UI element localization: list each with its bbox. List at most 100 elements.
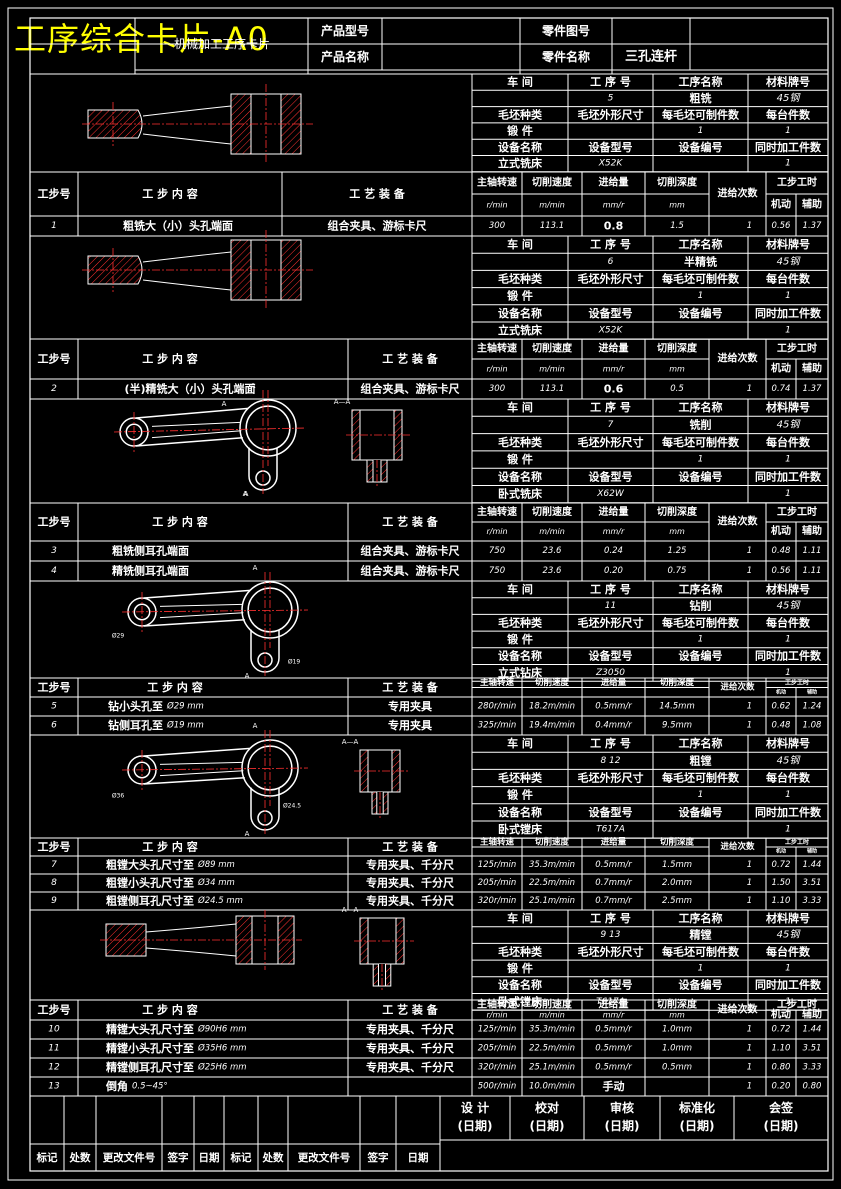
unit-rpm: r/min xyxy=(486,365,507,374)
cut-speed-value: 25.1m/min xyxy=(529,896,575,906)
feed-value: 0.7mm/r xyxy=(595,896,632,906)
center-line xyxy=(121,767,309,771)
material-value: 45钢 xyxy=(777,92,802,104)
equip-model-value: X62W xyxy=(596,489,625,499)
depth-value: 2.5mm xyxy=(662,896,692,906)
simul-value: 1 xyxy=(785,997,791,1007)
feed-value: 手动 xyxy=(603,1079,625,1093)
step-content-header: 工 步 内 容 xyxy=(142,1003,198,1017)
feed-header: 进给量 xyxy=(599,342,629,355)
feed-value: 0.5mm/r xyxy=(595,1025,632,1035)
tooling-header: 工 艺 装 备 xyxy=(382,840,438,854)
approval-label: 会签 xyxy=(769,1100,794,1115)
step-time-header: 工步工时 xyxy=(777,998,817,1011)
machine-time-header: 机动 xyxy=(775,688,786,695)
unit-mmin: m/min xyxy=(539,527,565,536)
material-value: 45钢 xyxy=(777,929,802,941)
equip-no-label: 设备编号 xyxy=(679,805,723,819)
aux-time-header: 辅助 xyxy=(802,1008,822,1021)
passes-value: 1 xyxy=(747,860,752,870)
revision-col-label: 签字 xyxy=(167,1151,189,1164)
spindle-value: 125r/min xyxy=(478,860,517,870)
op-name-value: 粗铣 xyxy=(690,91,712,105)
aux-time-value: 1.37 xyxy=(803,221,823,231)
approval-label: 设 计 xyxy=(461,1100,489,1115)
per-unit-label: 每台件数 xyxy=(766,771,811,785)
feed-header: 进给量 xyxy=(599,176,629,189)
workshop-label: 车 间 xyxy=(507,75,533,89)
cut-speed-value: 35.3m/min xyxy=(529,860,575,870)
tooling-header: 工 艺 装 备 xyxy=(382,680,438,694)
cut-speed-header: 切削速度 xyxy=(532,342,573,355)
depth-value: 1.5 xyxy=(670,221,684,231)
cut-speed-header: 切削速度 xyxy=(532,998,573,1011)
simul-value: 1 xyxy=(785,489,791,499)
unit-mmin: m/min xyxy=(539,201,565,210)
small-end-bore xyxy=(133,603,151,621)
aux-time-value: 1.44 xyxy=(803,1025,822,1035)
passes-value: 1 xyxy=(747,384,752,394)
per-blank-label: 每毛坯可制件数 xyxy=(662,944,740,958)
section-mark: A xyxy=(251,382,256,390)
spindle-value: 300 xyxy=(489,221,505,231)
passes-value: 1 xyxy=(747,546,752,556)
blank-size-label: 毛坯外形尺寸 xyxy=(578,944,644,958)
blank-type-label: 毛坯种类 xyxy=(498,107,543,121)
step-tooling: 专用夹具 xyxy=(388,699,432,713)
spindle-value: 750 xyxy=(489,566,505,576)
depth-header: 切削深度 xyxy=(657,998,698,1011)
equip-name-value: 卧式镗床 xyxy=(498,994,543,1008)
approval-date: (日期) xyxy=(530,1118,565,1133)
cut-speed-value: 18.2m/min xyxy=(529,702,575,712)
spindle-value: 320r/min xyxy=(478,1063,517,1073)
depth-value: 0.75 xyxy=(668,566,687,576)
material-value: 45钢 xyxy=(777,754,802,766)
spindle-header: 主轴转速 xyxy=(477,342,517,355)
step-time-header: 工步工时 xyxy=(777,342,817,355)
machine-time-header: 机动 xyxy=(771,198,791,211)
rod-web-lines xyxy=(143,589,251,627)
cut-speed-value: 19.4m/min xyxy=(529,721,575,731)
aux-time-value: 1.08 xyxy=(803,721,823,731)
machine-time-value: 0.48 xyxy=(772,721,792,731)
per-blank-label: 每毛坯可制件数 xyxy=(662,771,740,785)
equip-no-label: 设备编号 xyxy=(679,140,723,154)
forging-label: 锻 件 xyxy=(507,788,533,802)
step-content: 粗镗侧耳孔尺寸至 xyxy=(106,894,194,908)
section-mark: A xyxy=(253,722,258,730)
cut-speed-value: 113.1 xyxy=(540,221,564,231)
op-name-value: 半精铣 xyxy=(684,254,717,268)
equip-name-label: 设备名称 xyxy=(498,140,542,154)
equip-model-value: T617A xyxy=(596,825,625,835)
connecting-rod-web xyxy=(142,105,232,145)
step-dimension: Ø24.5 mm xyxy=(197,895,243,906)
machine-time-value: 0.72 xyxy=(772,860,791,870)
spindle-header: 主轴转速 xyxy=(477,505,517,518)
passes-header: 进给次数 xyxy=(720,682,755,693)
cut-speed-header: 切削速度 xyxy=(532,176,573,189)
aux-time-value: 1.11 xyxy=(803,566,822,576)
revision-col-label: 标记 xyxy=(230,1151,252,1164)
step-no: 8 xyxy=(51,878,57,888)
blank-size-label: 毛坯外形尺寸 xyxy=(578,272,644,286)
step-content-header: 工 步 内 容 xyxy=(142,840,198,854)
blank-size-label: 毛坯外形尺寸 xyxy=(578,615,644,629)
feed-value: 0.8 xyxy=(604,220,624,233)
machine-time-value: 0.80 xyxy=(772,1063,791,1073)
part-no-label: 零件图号 xyxy=(541,23,590,38)
spindle-value: 750 xyxy=(489,546,505,556)
unit-rpm: r/min xyxy=(486,527,507,536)
step-no: 10 xyxy=(48,1025,60,1035)
material-label: 材料牌号 xyxy=(766,75,810,89)
op-name-value: 钻削 xyxy=(690,599,712,613)
small-end-bore xyxy=(133,761,151,779)
step-no-header: 工步号 xyxy=(38,680,71,694)
op-name-value: 精镗 xyxy=(690,928,712,942)
op-no-label: 工 序 号 xyxy=(590,911,631,925)
step-time-header: 工步工时 xyxy=(777,176,817,189)
aux-time-value: 1.44 xyxy=(803,860,822,870)
step-content: 精镗侧耳孔尺寸至 xyxy=(106,1060,194,1074)
step-tooling: 专用夹具、千分尺 xyxy=(366,1041,454,1055)
aux-time-value: 3.51 xyxy=(803,1044,822,1054)
